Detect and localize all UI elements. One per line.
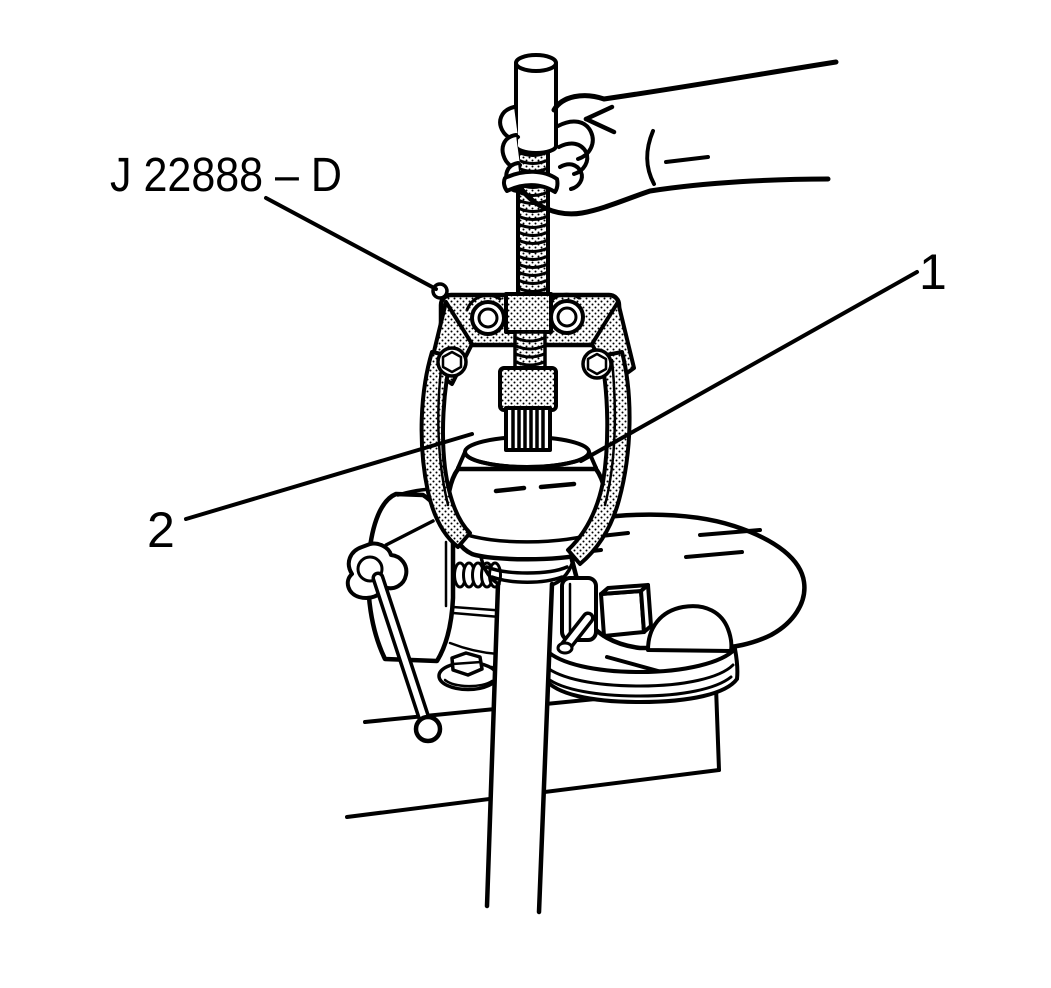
hand-and-arm: [498, 53, 839, 217]
puller-tool: [419, 146, 636, 566]
puller-jaw-left-midline: [437, 358, 450, 507]
vise-handle-ball: [413, 714, 443, 744]
vise-lock-lever-cap: [556, 641, 574, 655]
leader-line-callout-2: [184, 432, 474, 521]
callout-2-label: 2: [147, 502, 175, 558]
vise-slide-block: [599, 583, 653, 638]
axle-shaft: [484, 581, 555, 915]
vise-mount-bolt-facet: [451, 660, 483, 666]
puller-pivot-bolts: [465, 292, 585, 336]
cv-joint-drum-dashes: [493, 481, 577, 494]
hand-bottom-contour: [515, 176, 831, 217]
screw-handle-cylinder: [514, 61, 558, 155]
vise-screw-coils: [453, 561, 502, 589]
vise-base-ring-line: [543, 663, 735, 688]
leader-lines: [184, 196, 919, 521]
vise-swivel-dome: [646, 604, 734, 653]
puller-hex-bolts: [436, 346, 613, 380]
wrist-crease: [645, 129, 656, 186]
screw-handle-top: [514, 53, 558, 73]
vise-base-ring-line-2: [545, 675, 733, 698]
finger-knuckles: [498, 105, 523, 193]
puller-jaw-left: [419, 350, 472, 549]
thumb-crease: [583, 104, 617, 135]
wrist-crease-dash: [664, 155, 710, 164]
vise-handle-rod-core: [375, 575, 427, 721]
tool-label: J 22888 – D: [110, 149, 342, 202]
leader-line-callout-1: [579, 270, 919, 463]
bench-corner-edge: [714, 685, 721, 772]
splined-shaft-end: [504, 406, 552, 452]
vise-swivel-base: [541, 647, 740, 704]
puller-adapter-cylinder: [498, 366, 558, 412]
puller-jaw-right-midline: [603, 358, 617, 507]
vise-mount-washer-inner: [443, 678, 494, 688]
finger-band: [501, 169, 560, 194]
puller-center-boss: [504, 292, 553, 334]
vise-lock-lever-pin-core: [563, 615, 591, 649]
axle-shaft-body: [487, 584, 552, 912]
axle-shaft-right-edge: [536, 581, 555, 915]
vise-handle-linkage: [384, 519, 435, 547]
puller-yoke-knob: [431, 282, 449, 300]
callout-1-label: 1: [919, 244, 947, 300]
finger-curls: [556, 119, 595, 191]
leader-line-tool: [264, 196, 438, 291]
axle-shaft-left-edge: [484, 581, 501, 909]
cv-joint-boot: [479, 555, 576, 586]
hand-top-contour: [551, 59, 839, 113]
